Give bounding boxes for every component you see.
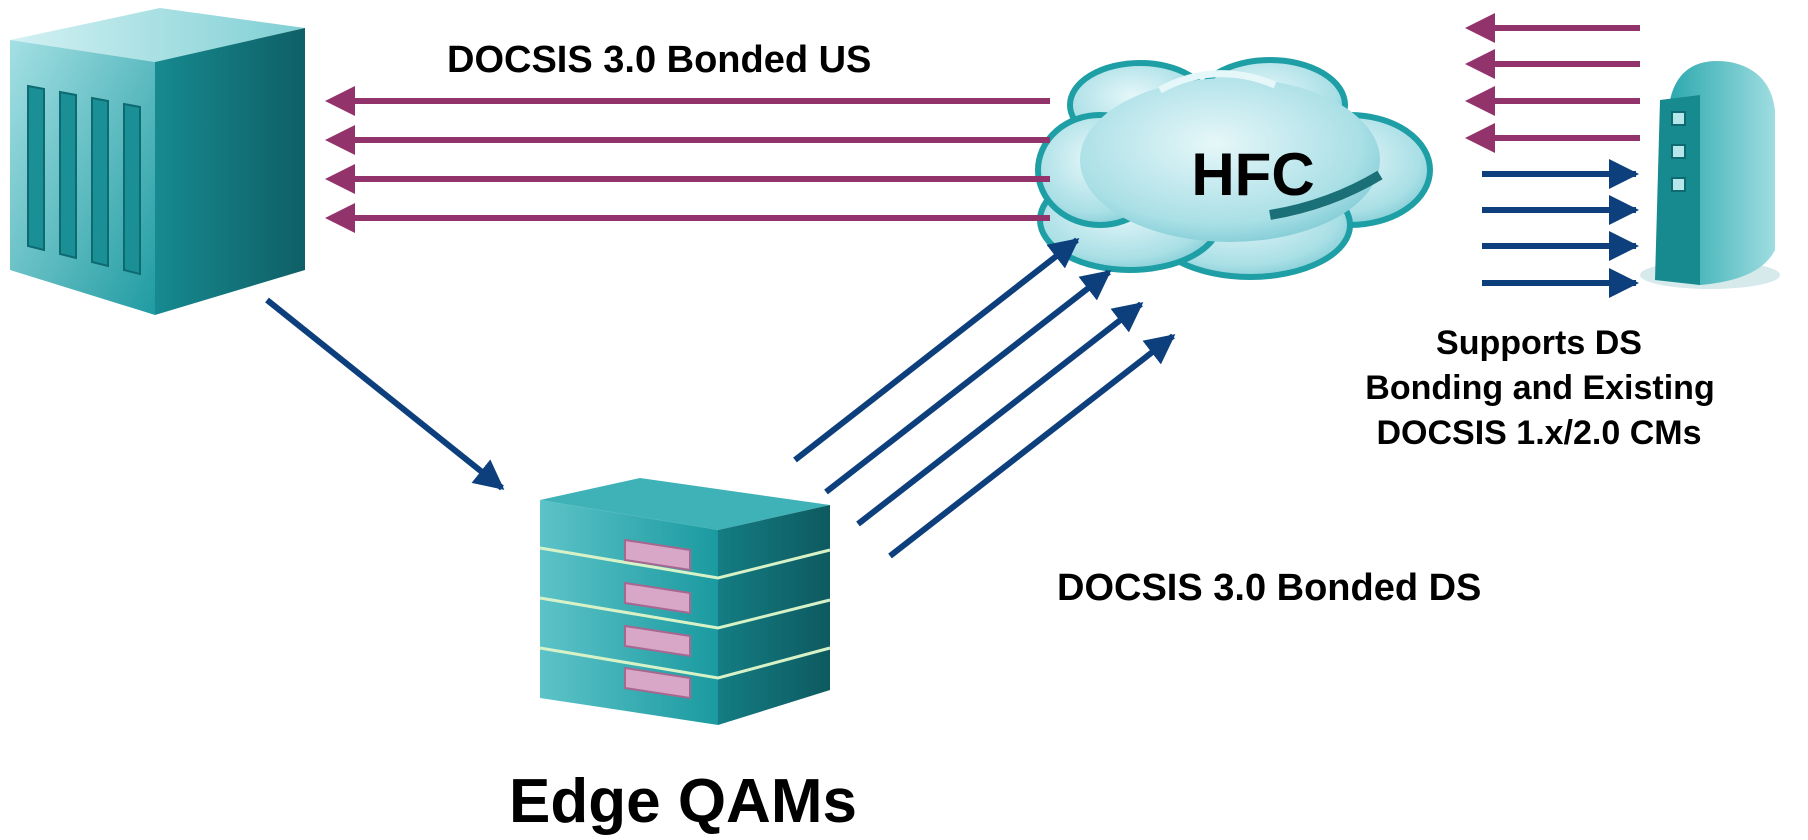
upstream-bonded-arrows [325, 86, 1050, 233]
modem-downstream-arrows [1482, 159, 1639, 298]
ds-bonded-label: DOCSIS 3.0 Bonded DS [1057, 567, 1481, 609]
cmts-server-icon [10, 8, 305, 315]
ds-arrow-1 [793, 237, 1080, 463]
ds-arrow-2 [824, 269, 1112, 495]
cm-support-line-1: Supports DS [1436, 324, 1642, 362]
cm-support-line-2: Bonding and Existing [1365, 369, 1714, 407]
edge-qams-label: Edge QAMs [509, 767, 857, 836]
cm-support-line-3: DOCSIS 1.x/2.0 CMs [1376, 414, 1701, 452]
ds-arrow-3 [856, 301, 1144, 527]
hfc-label: HFC [1191, 141, 1314, 208]
us-bonded-label: DOCSIS 3.0 Bonded US [447, 39, 871, 81]
hfc-cloud-icon: HFC [1035, 57, 1433, 280]
ds-arrow-4 [888, 333, 1176, 559]
cable-modem-icon [1640, 61, 1780, 289]
downstream-bonded-arrows [793, 237, 1176, 559]
modem-upstream-arrows [1465, 13, 1640, 153]
edge-qam-rack-icon [539, 478, 831, 725]
cmts-to-edge-qam-arrow [265, 297, 505, 491]
cm-support-label: Supports DS Bonding and Existing DOCSIS … [1365, 324, 1714, 452]
